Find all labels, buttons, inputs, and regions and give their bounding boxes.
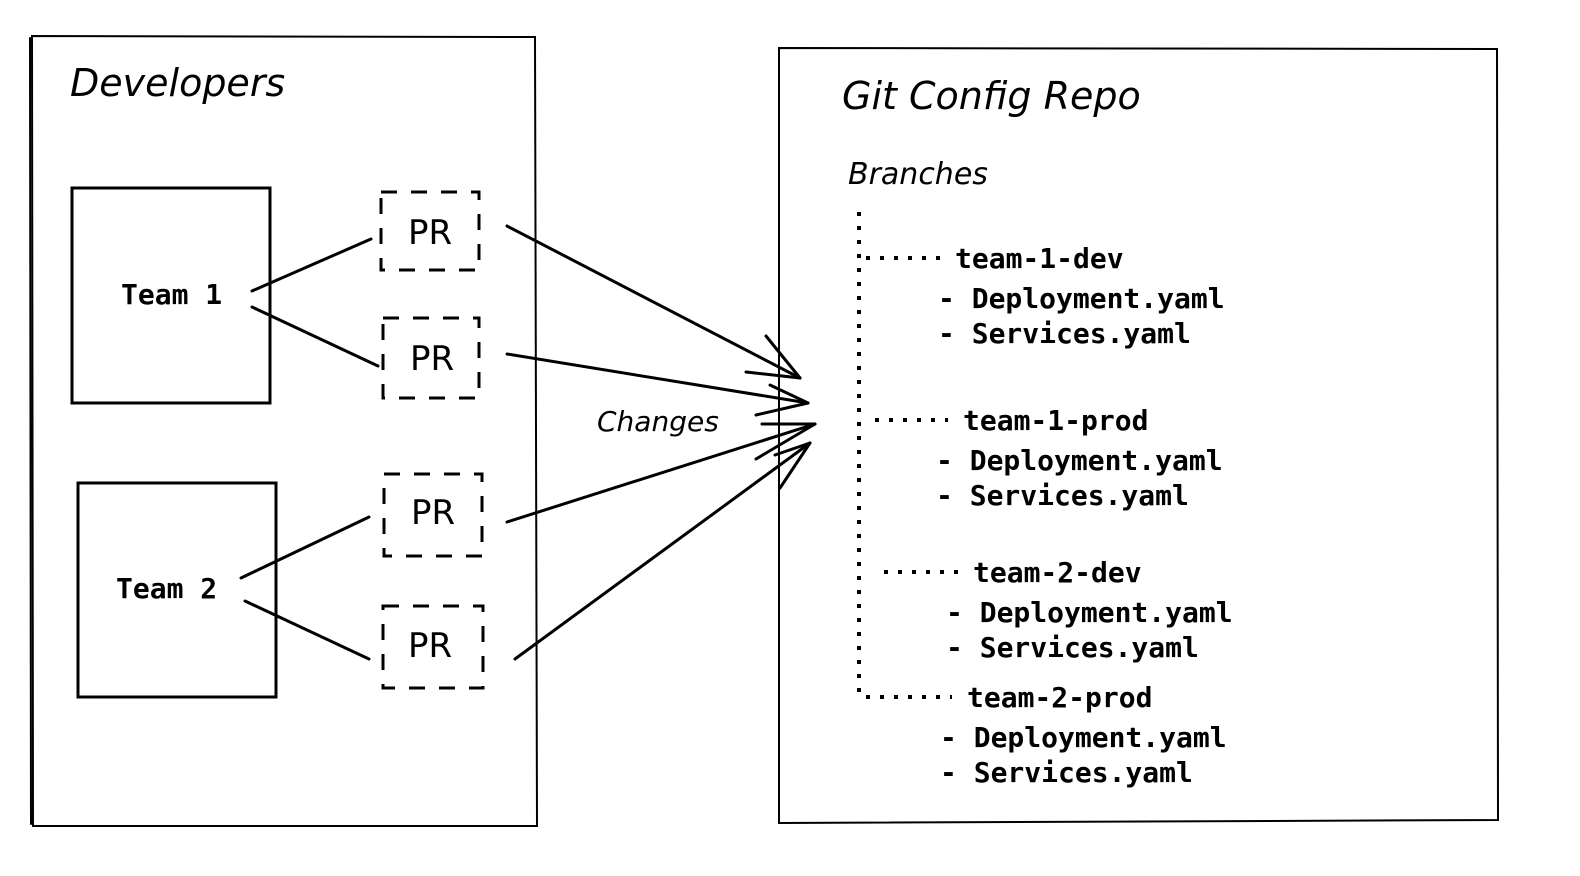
branch-name: team-2-prod	[967, 681, 1152, 714]
arrow-team-2-pr-1	[505, 422, 817, 524]
developers-box	[30, 34, 539, 827]
team-2-label: Team 2	[116, 572, 217, 605]
team-1-pr-2-label: PR	[410, 339, 454, 379]
team-1-pr-1-box[interactable]	[379, 190, 481, 272]
branch-team-1-dev[interactable]: team-1-dev - Deployment.yaml - Services.…	[866, 242, 1225, 350]
repo-container: Git Config Repo Branches team-1-dev - De…	[778, 46, 1500, 825]
branch-name: team-1-dev	[955, 242, 1124, 275]
team-2-box[interactable]	[76, 481, 278, 699]
branch-name: team-2-dev	[973, 556, 1142, 589]
arrow-team-2-pr-2	[513, 441, 812, 661]
developers-container: Developers	[29, 34, 539, 827]
team-1-link-pr-1	[250, 237, 373, 293]
team-2-pr-2-label: PR	[408, 626, 452, 666]
developers-title: Developers	[70, 61, 285, 105]
branches-label: Branches	[848, 157, 988, 192]
file-item: - Deployment.yaml	[946, 596, 1233, 629]
arrowhead-icon	[764, 334, 802, 380]
arrowhead-icon	[768, 383, 810, 405]
file-item: - Deployment.yaml	[940, 721, 1227, 754]
file-item: - Services.yaml	[938, 317, 1191, 350]
change-arrows: Changes	[505, 224, 817, 661]
branch-team-2-dev[interactable]: team-2-dev - Deployment.yaml - Services.…	[884, 556, 1233, 664]
arrow-team-1-pr-2	[505, 352, 810, 417]
file-item: - Deployment.yaml	[938, 282, 1225, 315]
team-2-group: Team 2 PR PR	[76, 472, 485, 699]
team-1-pr-2-box[interactable]	[381, 316, 481, 400]
team-1-pr-1-label: PR	[408, 213, 452, 253]
branch-team-2-prod[interactable]: team-2-prod - Deployment.yaml - Services…	[866, 681, 1227, 789]
team-2-link-pr-2	[243, 599, 371, 661]
team-1-box[interactable]	[70, 186, 272, 405]
changes-label: Changes	[597, 405, 719, 438]
file-item: - Services.yaml	[946, 631, 1199, 664]
repo-title: Git Config Repo	[842, 74, 1141, 118]
team-1-group: Team 1 PR PR	[70, 186, 481, 405]
team-2-pr-1-label: PR	[411, 493, 455, 533]
arrowhead-icon	[773, 441, 812, 457]
file-item: - Services.yaml	[936, 479, 1189, 512]
team-2-link-pr-1	[239, 515, 371, 580]
repo-box	[778, 46, 1500, 825]
file-item: - Services.yaml	[940, 756, 1193, 789]
team-1-label: Team 1	[121, 278, 222, 311]
file-item: - Deployment.yaml	[936, 444, 1223, 477]
team-1-link-pr-2	[250, 305, 380, 368]
arrow-team-1-pr-1	[505, 224, 802, 380]
branch-name: team-1-prod	[963, 404, 1148, 437]
developers-box-edge	[29, 37, 32, 825]
branch-team-1-prod[interactable]: team-1-prod - Deployment.yaml - Services…	[875, 404, 1223, 512]
